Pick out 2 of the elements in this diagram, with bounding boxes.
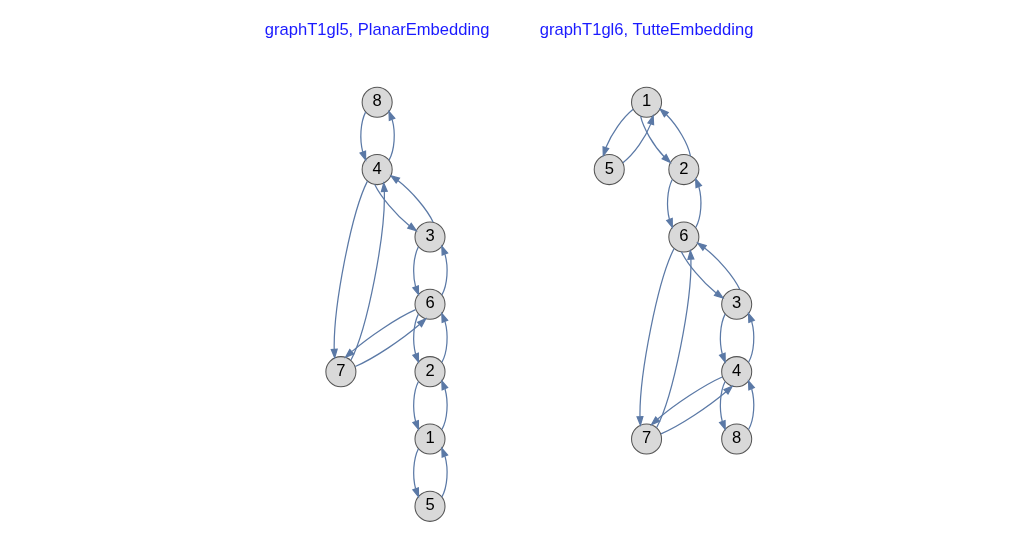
label: graphT1gl5, PlanarEmbedding bbox=[264, 20, 489, 40]
label: graphT1gl6, TutteEmbedding bbox=[539, 20, 753, 40]
